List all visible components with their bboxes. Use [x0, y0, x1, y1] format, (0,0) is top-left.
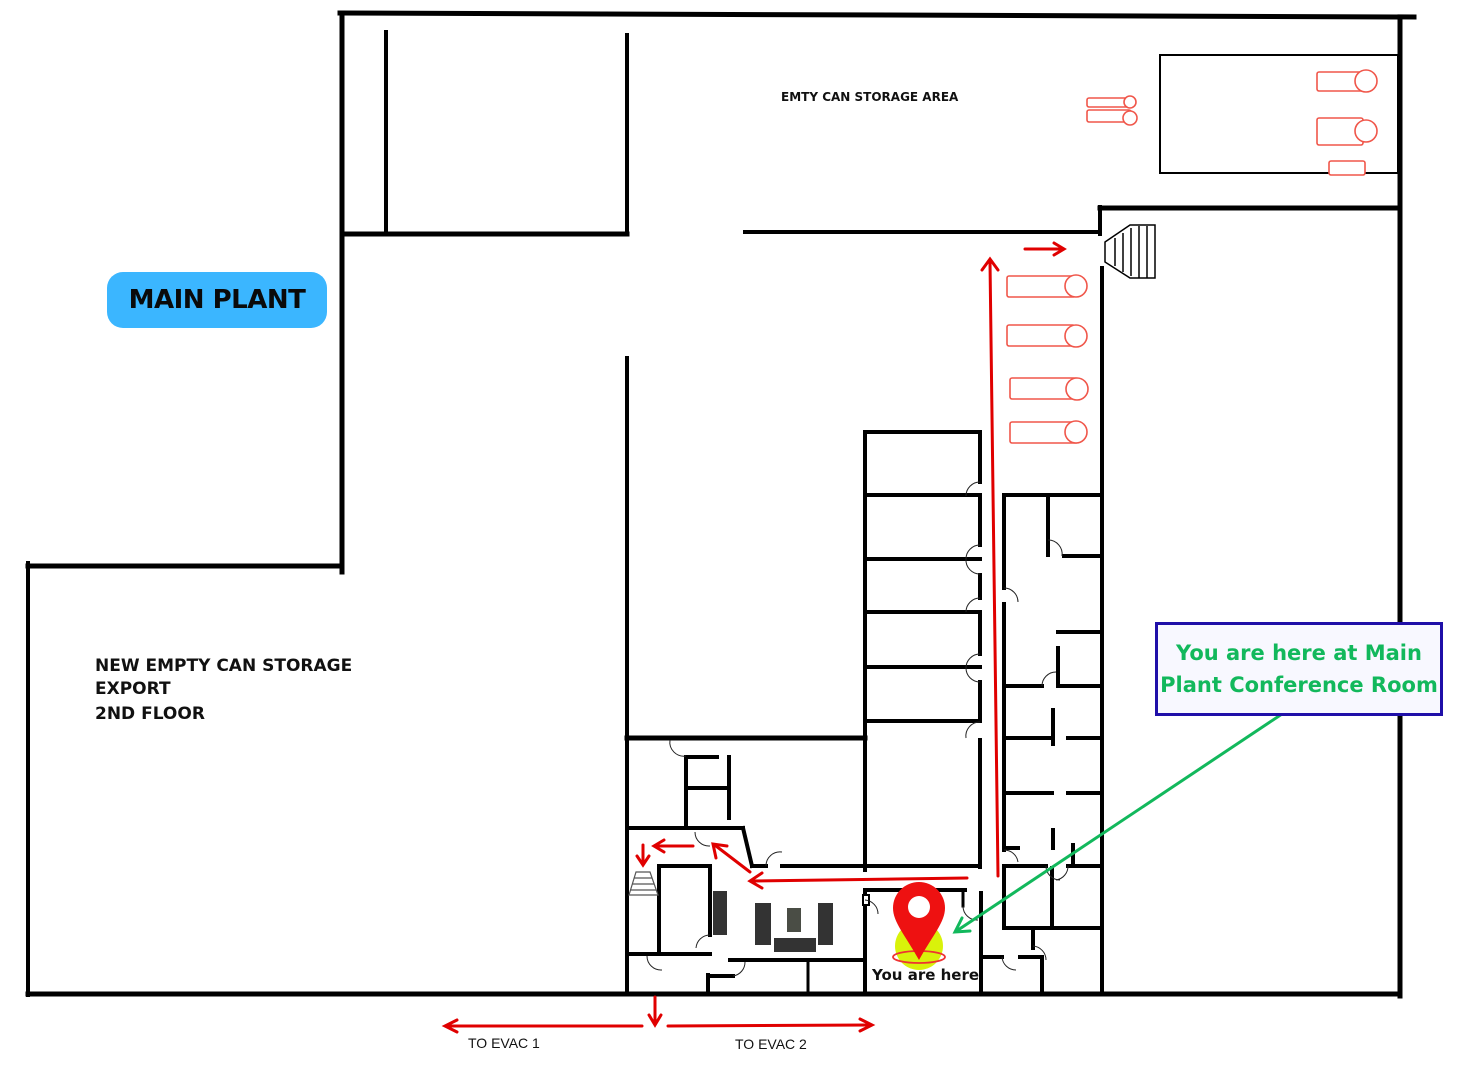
- staircase-icon: [628, 871, 659, 896]
- main-plant-badge: MAIN PLANT: [107, 272, 327, 328]
- callout-line1: You are here at Main: [1176, 641, 1422, 665]
- new-storage-label-line2: EXPORT: [95, 679, 171, 699]
- staircase-icon: [1104, 224, 1156, 279]
- new-storage-label-line1: NEW EMPTY CAN STORAGE: [95, 656, 353, 676]
- walls: [25, 10, 1417, 999]
- you-are-here-label: You are here: [872, 966, 980, 984]
- evac-1-label: TO EVAC 1: [468, 1035, 540, 1051]
- evac-2-label: TO EVAC 2: [735, 1036, 807, 1052]
- pointer-arrow: [952, 712, 1284, 934]
- tank-icon: [1006, 69, 1378, 444]
- conference-furniture: [713, 891, 833, 952]
- evacuation-arrow-icon: [441, 241, 1067, 1034]
- you-are-here-callout: You are here at Main Plant Conference Ro…: [1155, 622, 1443, 716]
- door-swing-icon: [646, 481, 1069, 977]
- callout-line2: Plant Conference Room: [1160, 673, 1438, 697]
- location-pin-icon: [892, 882, 946, 970]
- empty-can-storage-label: EMTY CAN STORAGE AREA: [781, 90, 959, 104]
- badge-label: MAIN PLANT: [128, 285, 306, 315]
- floor-label: 2ND FLOOR: [95, 704, 205, 724]
